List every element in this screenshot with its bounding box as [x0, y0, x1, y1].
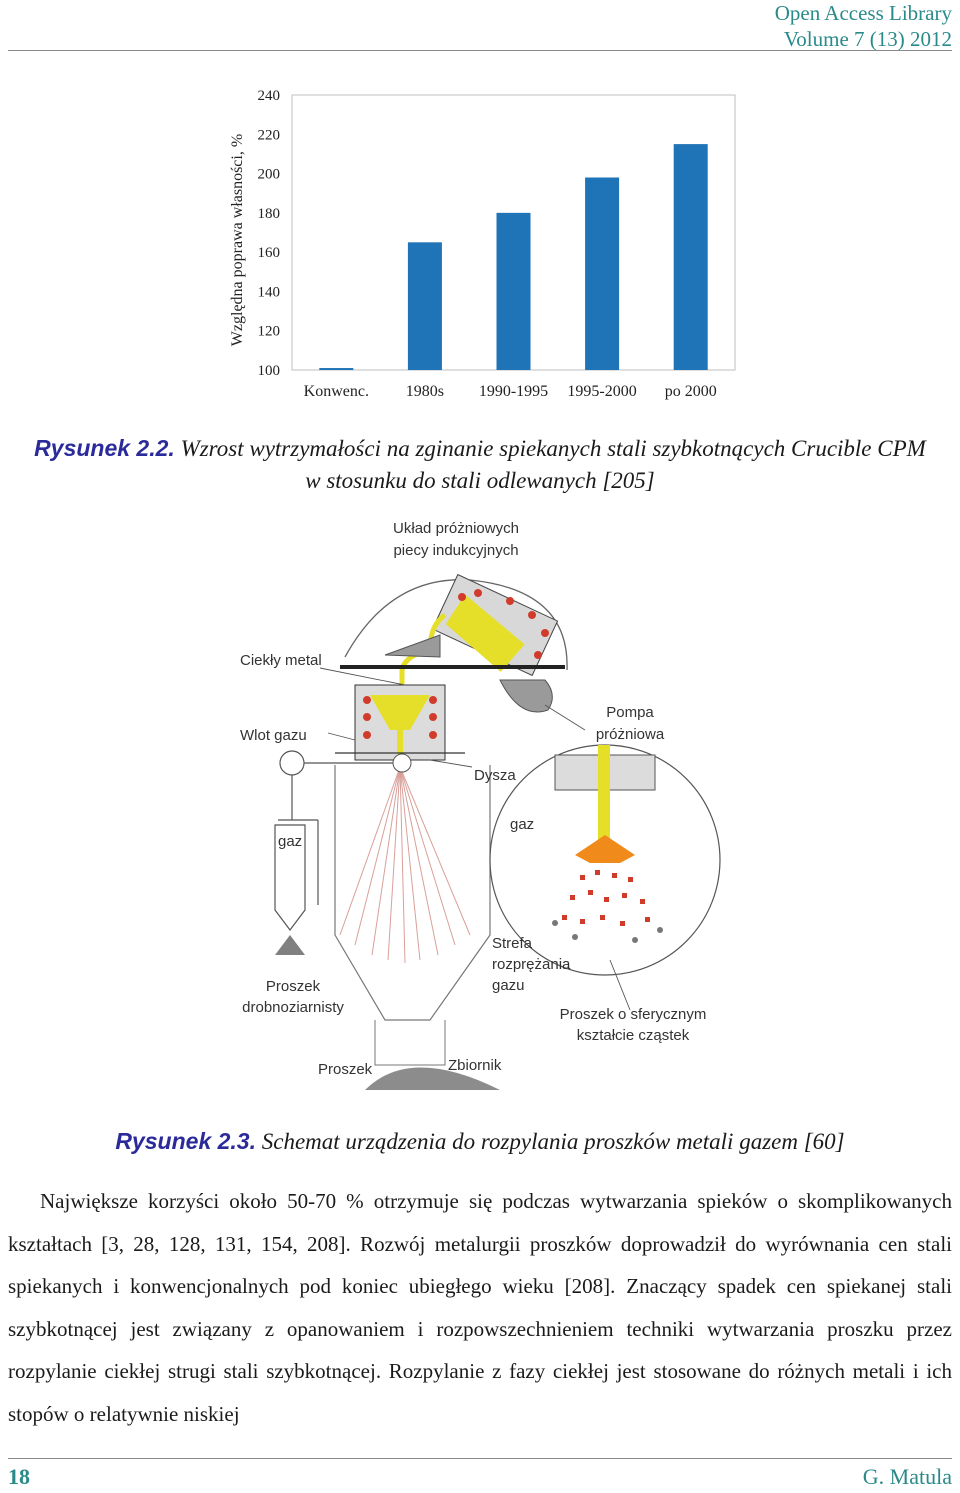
nozzle-detail	[489, 744, 721, 976]
y-tick-label-1: 120	[258, 324, 281, 340]
label-spherical-1: Proszek o sferycznym	[560, 1006, 707, 1023]
label-liquid-metal: Ciekły metal	[240, 652, 322, 669]
y-tick-label-4: 180	[258, 206, 281, 222]
label-spherical-2: kształcie cząstek	[577, 1027, 690, 1044]
label-fine-powder-1: Proszek	[266, 978, 321, 995]
induction-furnace-upper	[431, 573, 559, 677]
y-tick-label-7: 240	[258, 88, 281, 104]
y-axis-label: Względna poprawa własności, %	[229, 134, 246, 346]
page-number: 18	[8, 1464, 30, 1489]
leader-lines	[319, 667, 631, 1011]
chart-bars	[319, 144, 708, 370]
x-tick-label-3: 1995-2000	[567, 383, 636, 400]
journal-title: Open Access Library	[774, 1, 952, 25]
bar-0	[319, 368, 354, 370]
author-name: G. Matula	[862, 1464, 952, 1489]
x-tick-label-2: 1990-1995	[479, 383, 548, 400]
figure-caption-2-3: Rysunek 2.3. Schemat urządzenia do rozpy…	[8, 1125, 952, 1158]
label-fine-powder-2: drobnoziarnisty	[242, 999, 344, 1016]
y-tick-label-5: 200	[258, 167, 281, 183]
label-gas-left: gaz	[278, 833, 302, 850]
caption-text: Schemat urządzenia do rozpylania proszkó…	[261, 1129, 845, 1154]
spray-cone	[339, 766, 471, 964]
x-tick-label-1: 1980s	[406, 383, 444, 400]
y-tick-label-3: 160	[258, 245, 281, 261]
label-zone-2: rozprężania	[492, 956, 571, 973]
nozzle-ring	[392, 753, 412, 773]
figure-label: Rysunek 2.2.	[34, 435, 175, 461]
bar-1	[407, 242, 442, 370]
y-tick-labels: 100 120 140 160 180 200 220 240	[258, 88, 281, 379]
label-furnace-1: Układ próżniowych	[393, 520, 519, 537]
bar-3	[585, 177, 620, 370]
figure-label: Rysunek 2.3.	[115, 1128, 256, 1154]
label-tank: Zbiornik	[448, 1057, 502, 1074]
tundish-cover	[384, 634, 441, 658]
spherical-powder-particles	[552, 870, 663, 943]
bar-chart: 100 120 140 160 180 200 220 240 Konwenc. 1980s 19…	[229, 88, 736, 400]
pump-housing	[499, 679, 553, 713]
y-tick-label-2: 140	[258, 284, 281, 300]
atomization-tank	[334, 765, 491, 1021]
fine-powder-pile	[275, 935, 305, 955]
figure-caption-2-2: Rysunek 2.2. Wzrost wytrzymałości na zgi…	[8, 432, 952, 497]
tundish-block	[335, 684, 465, 761]
body-paragraph: Największe korzyści około 50-70 % otrzym…	[8, 1189, 952, 1426]
label-gas-inlet: Wlot gazu	[240, 727, 307, 744]
collected-powder	[365, 1067, 500, 1090]
x-tick-labels: Konwenc. 1980s 1990-1995 1995-2000 po 2000	[304, 383, 717, 400]
journal-header: Open Access Library Volume 7 (13) 2012	[775, 0, 952, 52]
atomization-diagram: Układ próżniowych piecy indukcyjnych Cie…	[240, 520, 721, 1090]
powder-collector	[374, 1020, 446, 1066]
caption-line-2: w stosunku do stali odlewanych [205]	[305, 468, 655, 493]
label-pump-2: próżniowa	[596, 726, 665, 743]
y-tick-label-6: 220	[258, 127, 281, 143]
bar-4	[673, 144, 708, 370]
cyclone-separator	[274, 820, 319, 931]
label-nozzle: Dysza	[474, 767, 516, 784]
label-zone-1: Strefa	[492, 935, 533, 952]
bar-2	[496, 212, 531, 370]
body-text: Największe korzyści około 50-70 % otrzym…	[8, 1180, 952, 1435]
caption-line-1: Wzrost wytrzymałości na zginanie spiekan…	[180, 436, 926, 461]
label-furnace-2: piecy indukcyjnych	[393, 542, 518, 559]
journal-volume: Volume 7 (13) 2012	[783, 27, 952, 51]
footer-divider	[8, 1458, 952, 1459]
label-gas-right: gaz	[510, 816, 534, 833]
label-zone-3: gazu	[492, 977, 525, 994]
x-tick-label-4: po 2000	[665, 383, 717, 400]
x-tick-label-0: Konwenc.	[304, 383, 369, 400]
label-pump-1: Pompa	[606, 704, 654, 721]
header-divider	[8, 50, 952, 51]
y-tick-label-0: 100	[258, 363, 281, 379]
label-powder: Proszek	[318, 1061, 373, 1078]
gas-inlet-pipe	[278, 750, 395, 821]
